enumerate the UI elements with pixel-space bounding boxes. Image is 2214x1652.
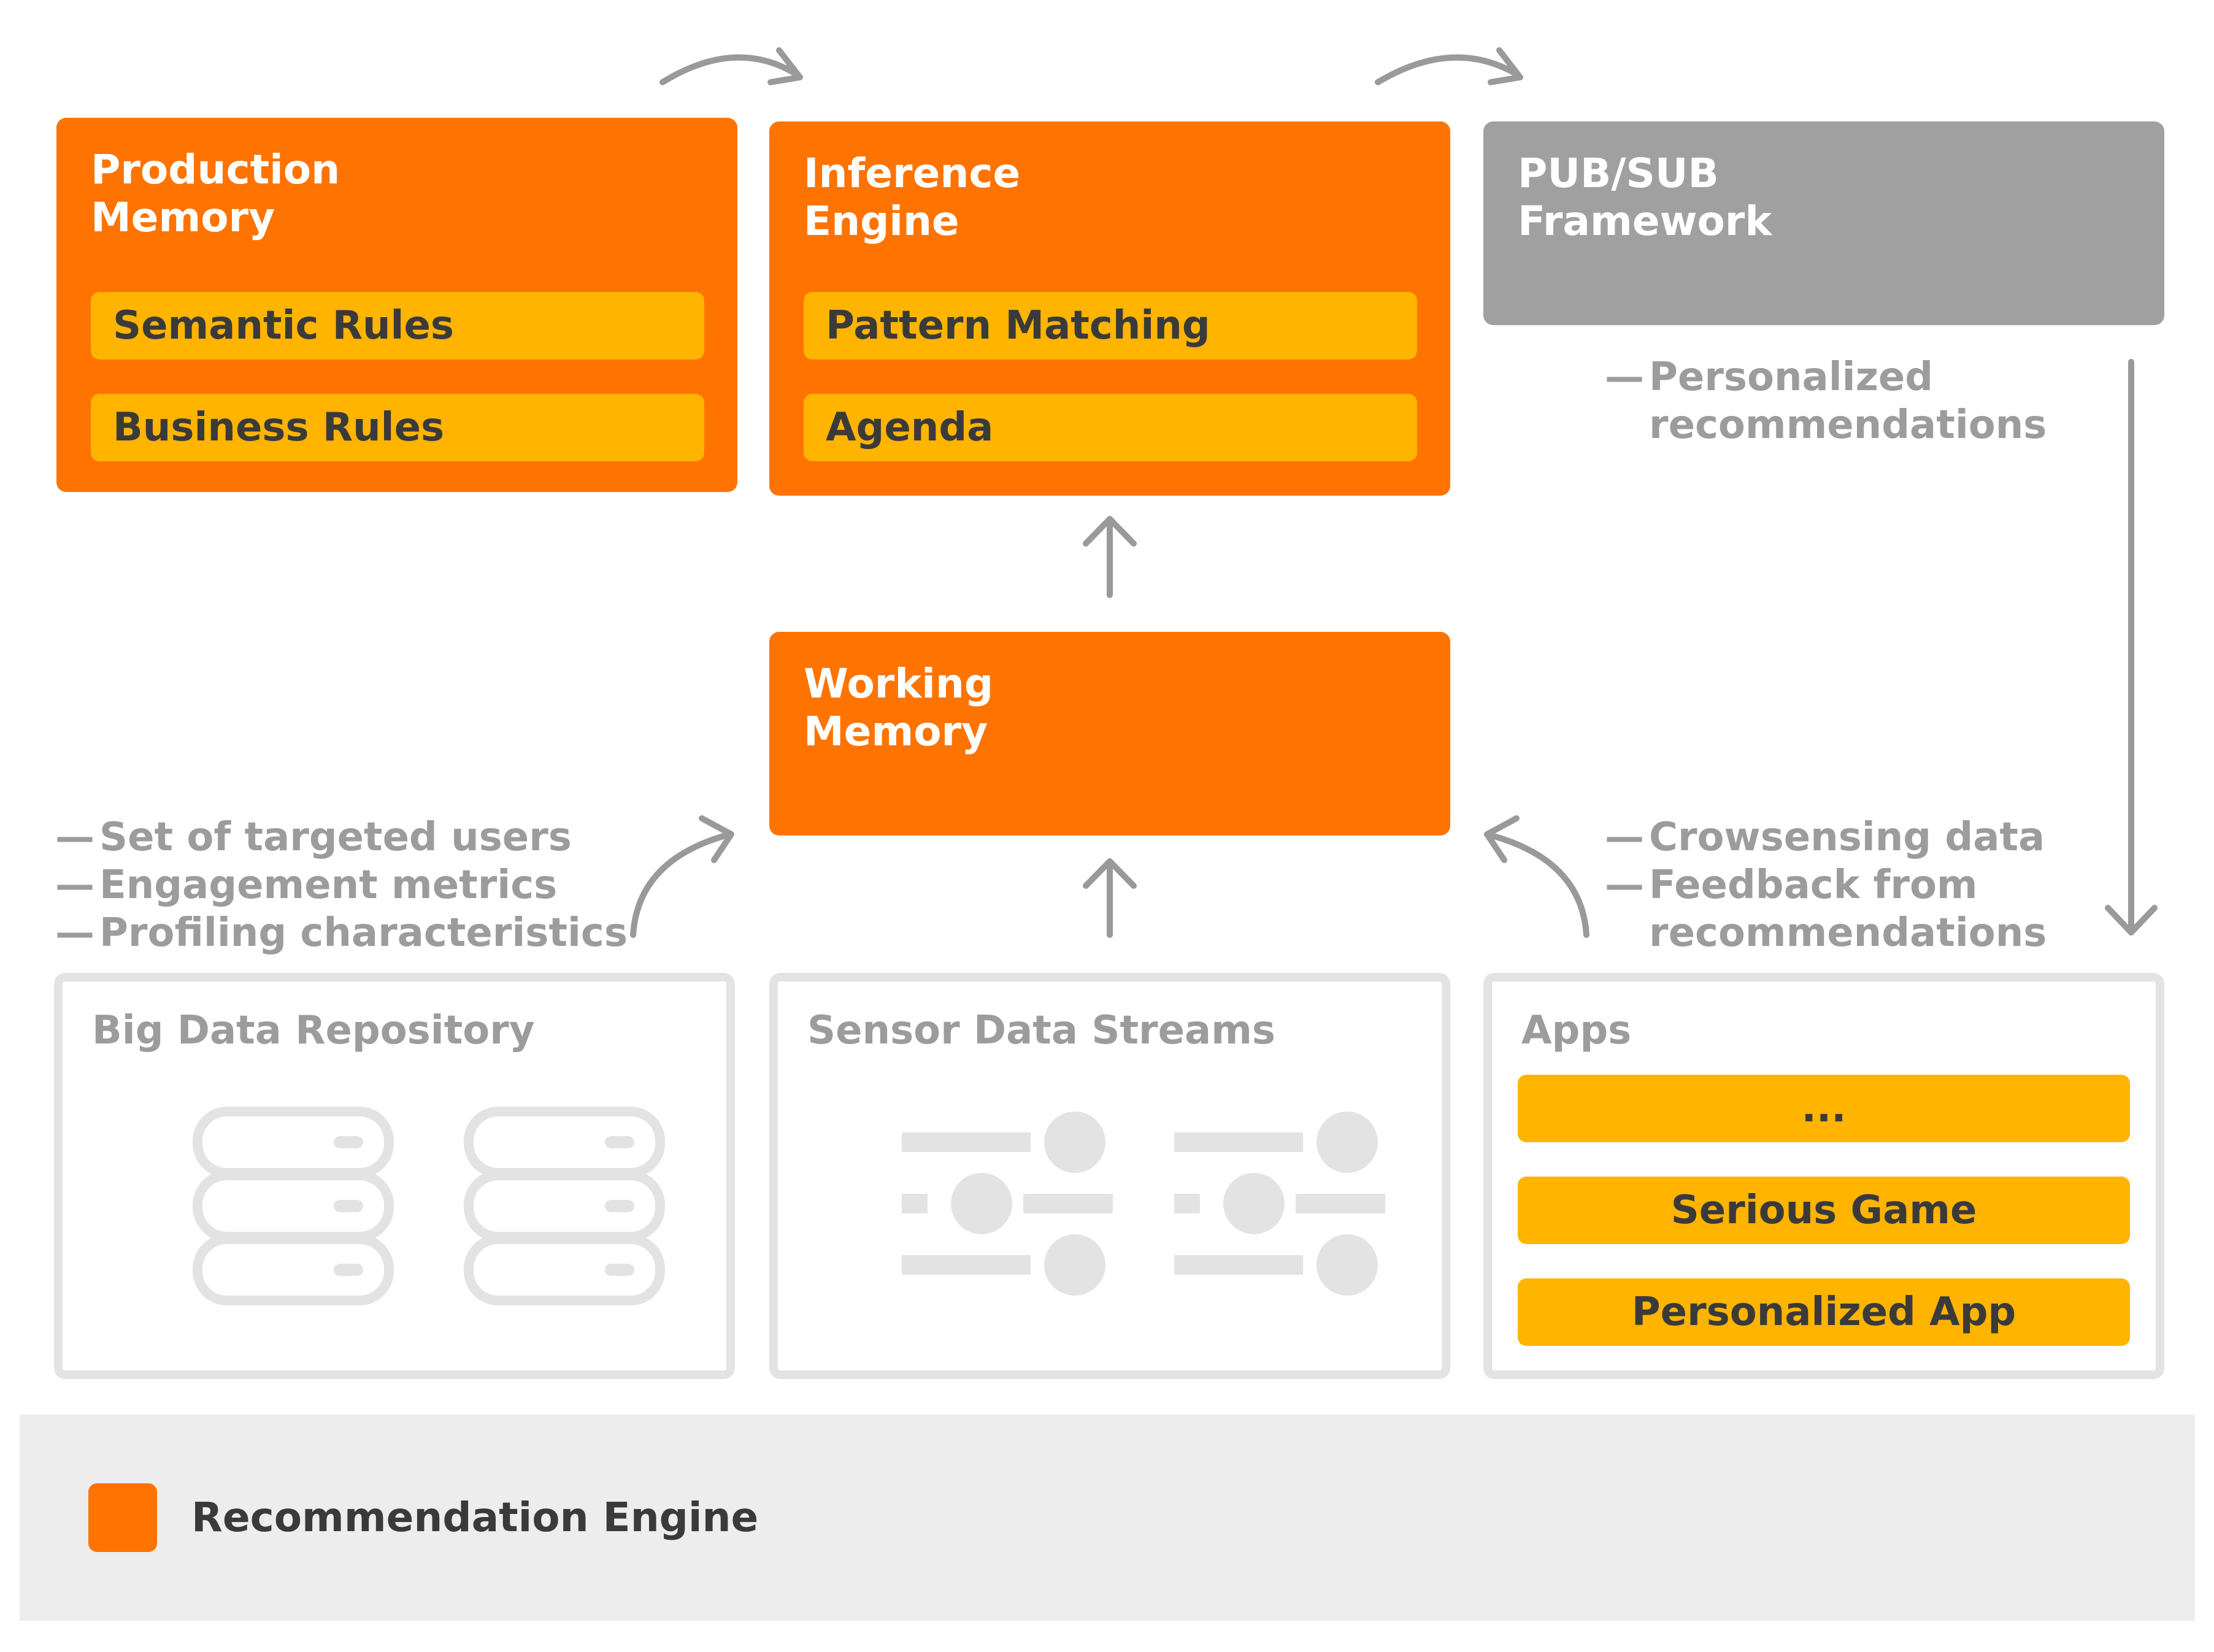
personalized-recommendations-note: —Personalized recommendations [1605,355,2047,448]
business-rules-item: Business Rules [91,394,704,461]
pattern-matching-item: Pattern Matching [804,292,1417,359]
pubsub-framework-title: PUB/SUB Framework [1518,150,1772,245]
legend-swatch [88,1483,157,1552]
semantic-rules-item: Semantic Rules [91,292,704,359]
sliders-icon [902,1112,1385,1296]
legend-bar: Recommendation Engine [20,1415,2195,1621]
inference-engine-box: Inference Engine Pattern Matching Agenda [769,121,1450,496]
agenda-item: Agenda [804,394,1417,461]
curve-arrow-apps-to-working [1484,831,1589,938]
apps-title: Apps [1521,1008,1632,1053]
curve-arrow-inference-to-pubsub [1375,54,1521,85]
big-data-repository-title: Big Data Repository [92,1008,535,1053]
inference-engine-title: Inference Engine [804,150,1021,245]
working-memory-title: Working Memory [804,660,994,755]
curve-arrow-bigdata-to-working [630,831,733,938]
serious-game-item: Serious Game [1518,1177,2130,1244]
production-memory-box: Production Memory Semantic Rules Busines… [56,118,737,492]
server-stack-icon [193,1107,665,1305]
note-dash: — [1605,355,1644,400]
working-memory-box: Working Memory [769,632,1450,836]
apps-ellipsis-item: ... [1518,1075,2130,1142]
sensor-data-streams-box: Sensor Data Streams [769,973,1450,1379]
legend-label: Recommendation Engine [191,1494,759,1541]
right-input-notes: —Crowsensing data —Feedback from recomme… [1605,815,2047,956]
production-memory-title: Production Memory [91,146,340,241]
pubsub-framework-box: PUB/SUB Framework [1483,121,2164,325]
left-input-notes: —Set of targeted users —Engagement metri… [55,815,628,956]
sensor-data-streams-title: Sensor Data Streams [807,1008,1275,1053]
apps-box: Apps ... Serious Game Personalized App [1483,973,2164,1379]
curve-arrow-production-to-inference [659,54,801,85]
personalized-app-item: Personalized App [1518,1278,2130,1346]
big-data-repository-box: Big Data Repository [54,973,735,1379]
